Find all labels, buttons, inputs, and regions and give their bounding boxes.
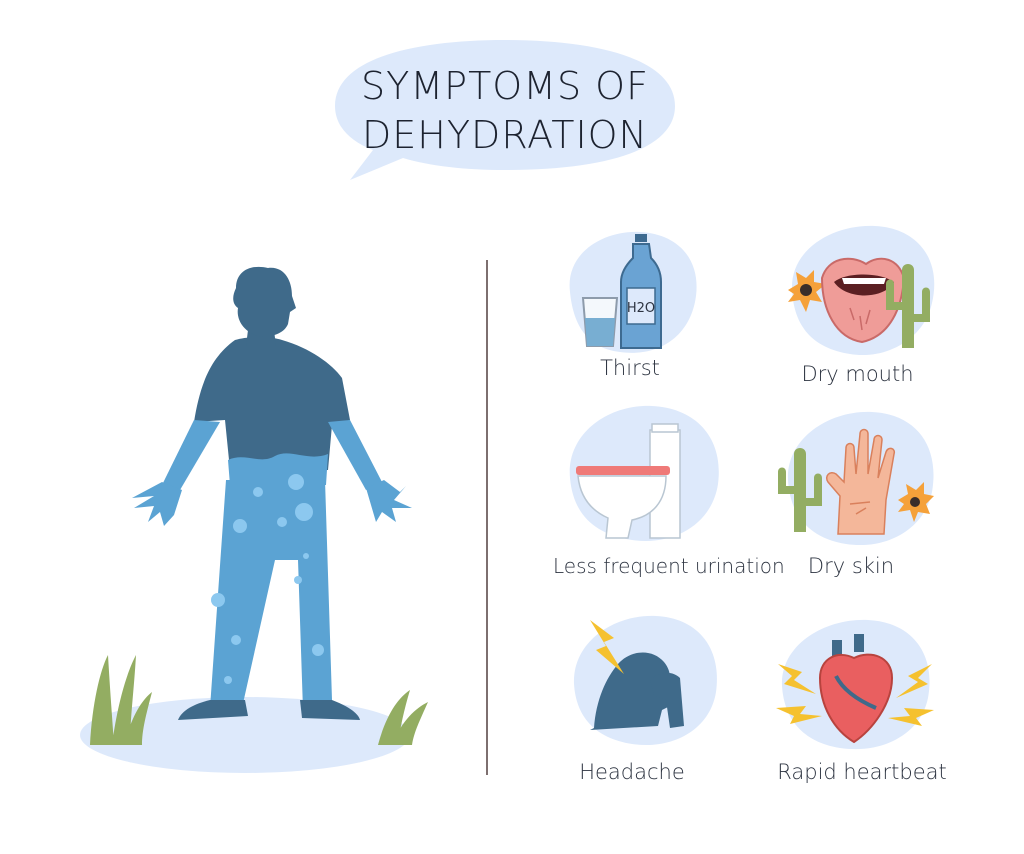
title-line-2: DEHYDRATION [362, 113, 648, 157]
title-speech-bubble [335, 40, 675, 180]
symptom-label-thirst: Thirst [600, 356, 660, 380]
title-line-1: SYMPTOMS OF [361, 64, 649, 108]
water-glass-bottle-icon: H2O [569, 231, 697, 353]
symptom-label-less-frequent-urination: Less frequent urination [553, 554, 785, 578]
toilet-icon [569, 405, 719, 541]
plant-left-icon [90, 655, 152, 745]
vertical-divider [486, 260, 488, 775]
dry-hand-cactus-icon [778, 411, 934, 546]
dehydrated-person-illustration [80, 266, 428, 773]
headache-icon [573, 615, 717, 746]
symptom-label-headache: Headache [579, 760, 685, 784]
dry-lips-cactus-icon [788, 225, 935, 356]
symptom-label-dry-mouth: Dry mouth [801, 362, 914, 386]
bottle-label: H2O [627, 301, 655, 316]
heart-icon [776, 619, 934, 750]
symptom-label-rapid-heartbeat: Rapid heartbeat [777, 760, 947, 784]
symptom-label-dry-skin: Dry skin [807, 554, 895, 578]
plant-right-icon [378, 690, 428, 745]
